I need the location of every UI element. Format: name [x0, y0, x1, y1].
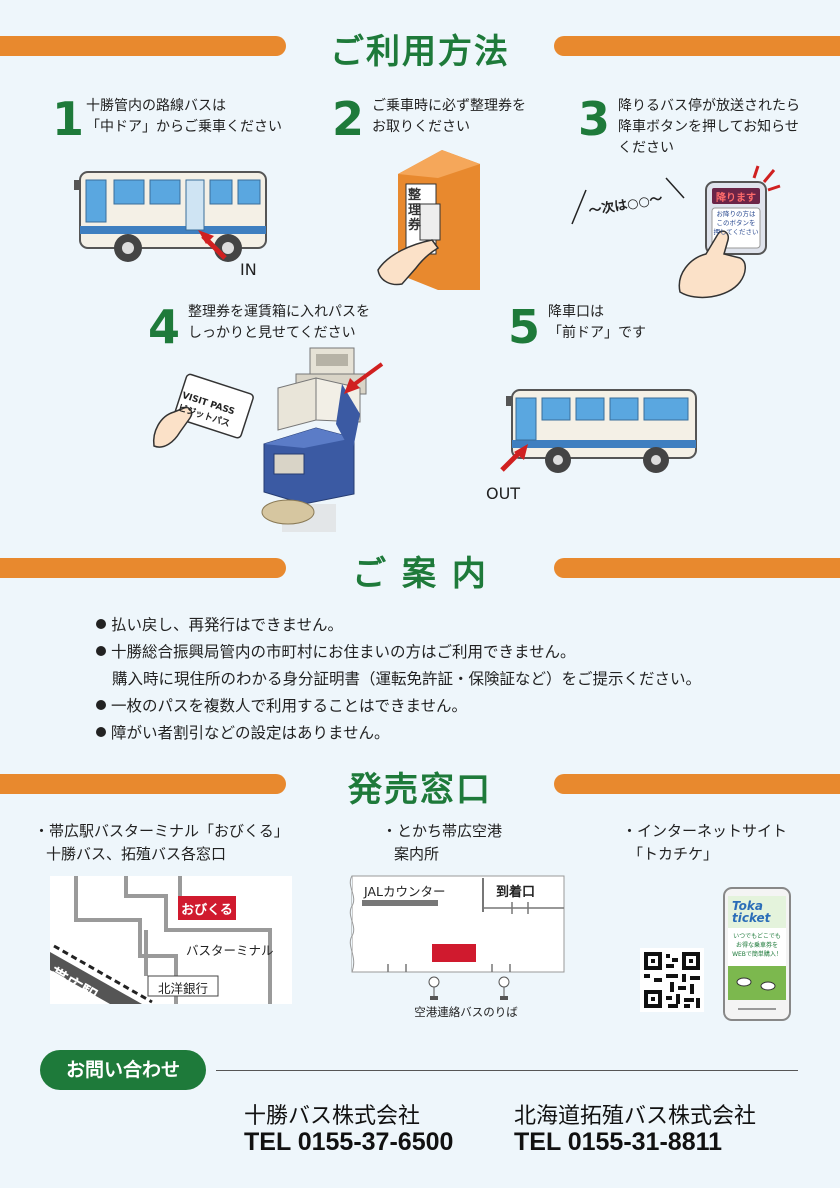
map-busstop-label: 空港連絡バスのりば	[414, 1005, 518, 1019]
phone-title-line1: Toka	[732, 899, 763, 913]
bullet-icon	[96, 619, 106, 629]
announcement-lines	[571, 177, 685, 225]
in-label: IN	[240, 260, 257, 279]
step-2-line1: ご乗車時に必ず整理券を	[372, 98, 526, 114]
step-5-line1: 降車口は	[548, 304, 604, 320]
step-2-number: 2	[332, 92, 365, 146]
bus-in-illustration	[74, 171, 267, 262]
qr-code-icon	[640, 948, 704, 1012]
header-band-left	[0, 36, 286, 56]
notice-item: 払い戻し、再発行はできません。	[96, 612, 701, 639]
phone-tag-line1: いつでもどこでも	[733, 933, 781, 940]
company-name: 北海道拓殖バス株式会社	[514, 1104, 757, 1129]
notice-list: 払い戻し、再発行はできません。 十勝総合振興局管内の市町村にお住まいの方はご利用…	[96, 612, 701, 747]
contact-label: お問い合わせ	[40, 1050, 206, 1090]
bullet-icon	[96, 727, 106, 737]
map-terminal-label: バスターミナル	[186, 943, 274, 958]
sales-location-1-line1: ・帯広駅バスターミナル「おびくる」	[34, 822, 289, 840]
step-4-line2: しっかりと見せてください	[188, 325, 356, 341]
stop-button-illustration	[678, 165, 781, 299]
phone-title: Toka ticket	[732, 900, 770, 924]
step-4-text: 整理券を運賃箱に入れパスを しっかりと見せてください	[188, 302, 370, 344]
sales-location-3-line2: 「トカチケ」	[628, 845, 719, 863]
usage-heading: ご利用方法	[330, 32, 510, 72]
bullet-icon	[96, 646, 106, 656]
sales-location-1: ・帯広駅バスターミナル「おびくる」 十勝バス、拓殖バス各窓口	[34, 820, 289, 866]
company-tel: TEL 0155-37-6500	[244, 1128, 454, 1156]
map-arrival-label: 到着口	[496, 885, 536, 900]
step-1-line1: 十勝管内の路線バスは	[86, 98, 226, 114]
step-2-text: ご乗車時に必ず整理券を お取りください	[372, 96, 526, 138]
notice-item-continued: 購入時に現住所のわかる身分証明書（運転免許証・保険証など）をご提示ください。	[96, 666, 701, 693]
company-name: 十勝バス株式会社	[244, 1104, 421, 1129]
phone-tag-line2: お得な乗車券を	[735, 942, 778, 949]
step-2-line2: お取りください	[372, 119, 470, 135]
notice-item: 十勝総合振興局管内の市町村にお住まいの方はご利用できません。	[96, 639, 701, 666]
step-3-line1: 降りるバス停が放送されたら	[618, 98, 800, 114]
stop-button-sub: お降りの方は このボタンを 押してください	[712, 210, 760, 237]
step-1-text: 十勝管内の路線バスは 「中ドア」からご乗車ください	[86, 96, 282, 138]
stop-button-sub1: お降りの方は	[716, 210, 756, 218]
fare-box-illustration	[261, 347, 384, 532]
sales-location-3-line1: ・インターネットサイト	[622, 822, 788, 840]
map-jal-label: JALカウンター	[364, 884, 446, 899]
step-3-line3: ください	[618, 140, 674, 156]
bus-out-illustration	[500, 389, 697, 473]
notice-item-text: 購入時に現住所のわかる身分証明書（運転免許証・保険証など）をご提示ください。	[112, 670, 702, 688]
station-map	[50, 876, 292, 1004]
map-obikuru-label: おびくる	[181, 903, 233, 918]
ticket-label: 整理券	[408, 188, 422, 233]
airport-map	[349, 875, 565, 1000]
sales-heading: 発売窓口	[348, 770, 492, 810]
visit-pass-card	[152, 373, 254, 448]
step-4-number: 4	[148, 300, 181, 354]
stop-button-title: 降ります	[716, 193, 756, 204]
step-5-number: 5	[508, 300, 541, 354]
stop-button-sub2: このボタンを	[716, 219, 756, 227]
notice-item-text: 障がい者割引などの設定はありません。	[111, 724, 390, 742]
smartphone-illustration	[723, 887, 791, 1021]
notice-band-right	[554, 558, 840, 578]
map-bank-label: 北洋銀行	[157, 981, 208, 996]
step-1-line2: 「中ドア」からご乗車ください	[86, 119, 282, 135]
step-5-line2: 「前ドア」です	[548, 325, 646, 341]
sales-location-3: ・インターネットサイト 「トカチケ」	[622, 820, 787, 866]
step-3-text: 降りるバス停が放送されたら 降車ボタンを押してお知らせ ください	[618, 96, 800, 159]
phone-tag-line3: WEBで簡単購入！	[732, 951, 782, 958]
notice-band-left	[0, 558, 286, 578]
company-tel: TEL 0155-31-8811	[514, 1128, 723, 1156]
step-3-line2: 降車ボタンを押してお知らせ	[618, 119, 799, 135]
step-1-number: 1	[52, 92, 85, 146]
notice-item-text: 一枚のパスを複数人で利用することはできません。	[111, 697, 468, 715]
sales-band-left	[0, 774, 286, 794]
step-3-number: 3	[578, 92, 611, 146]
notice-item: 障がい者割引などの設定はありません。	[96, 720, 701, 747]
notice-item-text: 十勝総合振興局管内の市町村にお住まいの方はご利用できません。	[111, 643, 576, 661]
contact-divider	[216, 1070, 798, 1071]
notice-item-text: 払い戻し、再発行はできません。	[111, 616, 344, 634]
step-4-line1: 整理券を運賃箱に入れパスを	[188, 304, 370, 320]
sales-location-2: ・とかち帯広空港 案内所	[382, 820, 502, 866]
sales-location-2-line1: ・とかち帯広空港	[382, 822, 503, 840]
notice-heading: ご 案 内	[352, 554, 488, 594]
sales-location-2-line2: 案内所	[394, 845, 440, 863]
phone-tagline: いつでもどこでも お得な乗車券を WEBで簡単購入！	[728, 932, 786, 959]
stop-button-sub3: 押してください	[713, 228, 759, 236]
bullet-icon	[96, 700, 106, 710]
phone-title-line2: ticket	[732, 911, 771, 925]
header-band-right	[554, 36, 840, 56]
sales-location-1-line2: 十勝バス、拓殖バス各窓口	[46, 845, 227, 863]
step-5-text: 降車口は 「前ドア」です	[548, 302, 646, 344]
ticket-machine-illustration	[377, 150, 480, 290]
out-label: OUT	[486, 484, 521, 503]
sales-band-right	[554, 774, 840, 794]
notice-item: 一枚のパスを複数人で利用することはできません。	[96, 693, 701, 720]
